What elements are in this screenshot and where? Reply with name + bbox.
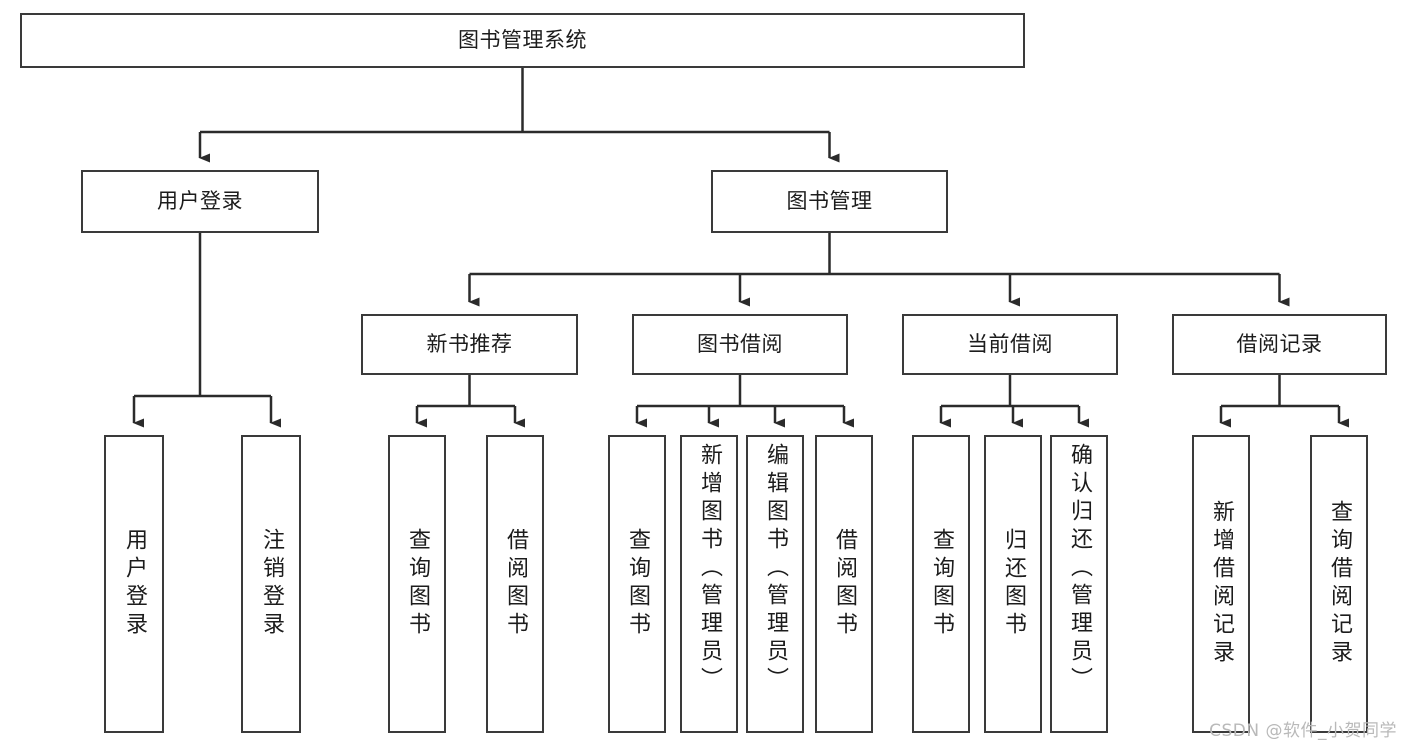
node-borrow[interactable]: 图书借阅 xyxy=(632,314,848,375)
node-label: 归还图书 xyxy=(1001,528,1026,640)
node-leaf-user-logout[interactable]: 注销登录 xyxy=(241,435,301,733)
node-label: 查询图书 xyxy=(625,528,650,640)
node-leaf-nb-borrow[interactable]: 借阅图书 xyxy=(486,435,544,733)
node-label: 新增图书（管理员） xyxy=(697,443,722,695)
node-current[interactable]: 当前借阅 xyxy=(902,314,1118,375)
node-label: 确认归还（管理员） xyxy=(1067,443,1092,695)
node-label: 借阅记录 xyxy=(1236,332,1323,357)
node-label: 借阅图书 xyxy=(832,528,857,640)
node-root[interactable]: 图书管理系统 xyxy=(20,13,1025,68)
node-leaf-cur-confirm[interactable]: 确认归还（管理员） xyxy=(1050,435,1108,733)
node-label: 用户登录 xyxy=(122,528,147,640)
node-label: 借阅图书 xyxy=(503,528,528,640)
node-label: 注销登录 xyxy=(259,528,284,640)
node-login[interactable]: 用户登录 xyxy=(81,170,319,233)
node-leaf-bk-borrow[interactable]: 借阅图书 xyxy=(815,435,873,733)
node-leaf-nb-query[interactable]: 查询图书 xyxy=(388,435,446,733)
node-label: 新增借阅记录 xyxy=(1209,500,1234,668)
node-label: 查询图书 xyxy=(405,528,430,640)
node-label: 用户登录 xyxy=(157,189,243,214)
node-leaf-cur-query[interactable]: 查询图书 xyxy=(912,435,970,733)
node-leaf-bk-add[interactable]: 新增图书（管理员） xyxy=(680,435,738,733)
node-leaf-cur-return[interactable]: 归还图书 xyxy=(984,435,1042,733)
node-label: 图书管理 xyxy=(786,189,873,214)
watermark-text: CSDN @软件_小贺同学 xyxy=(1209,721,1397,741)
node-leaf-rec-query[interactable]: 查询借阅记录 xyxy=(1310,435,1368,733)
node-records[interactable]: 借阅记录 xyxy=(1172,314,1387,375)
node-label: 新书推荐 xyxy=(426,332,513,357)
node-newbook[interactable]: 新书推荐 xyxy=(361,314,578,375)
node-leaf-bk-edit[interactable]: 编辑图书（管理员） xyxy=(746,435,804,733)
node-label: 查询图书 xyxy=(929,528,954,640)
node-label: 查询借阅记录 xyxy=(1327,500,1352,668)
node-label: 图书借阅 xyxy=(697,332,783,357)
node-leaf-bk-query[interactable]: 查询图书 xyxy=(608,435,666,733)
node-leaf-rec-add[interactable]: 新增借阅记录 xyxy=(1192,435,1250,733)
node-leaf-user-login[interactable]: 用户登录 xyxy=(104,435,164,733)
node-label: 图书管理系统 xyxy=(458,28,587,53)
node-label: 当前借阅 xyxy=(967,332,1053,357)
node-label: 编辑图书（管理员） xyxy=(763,443,788,695)
node-bookmgmt[interactable]: 图书管理 xyxy=(711,170,948,233)
